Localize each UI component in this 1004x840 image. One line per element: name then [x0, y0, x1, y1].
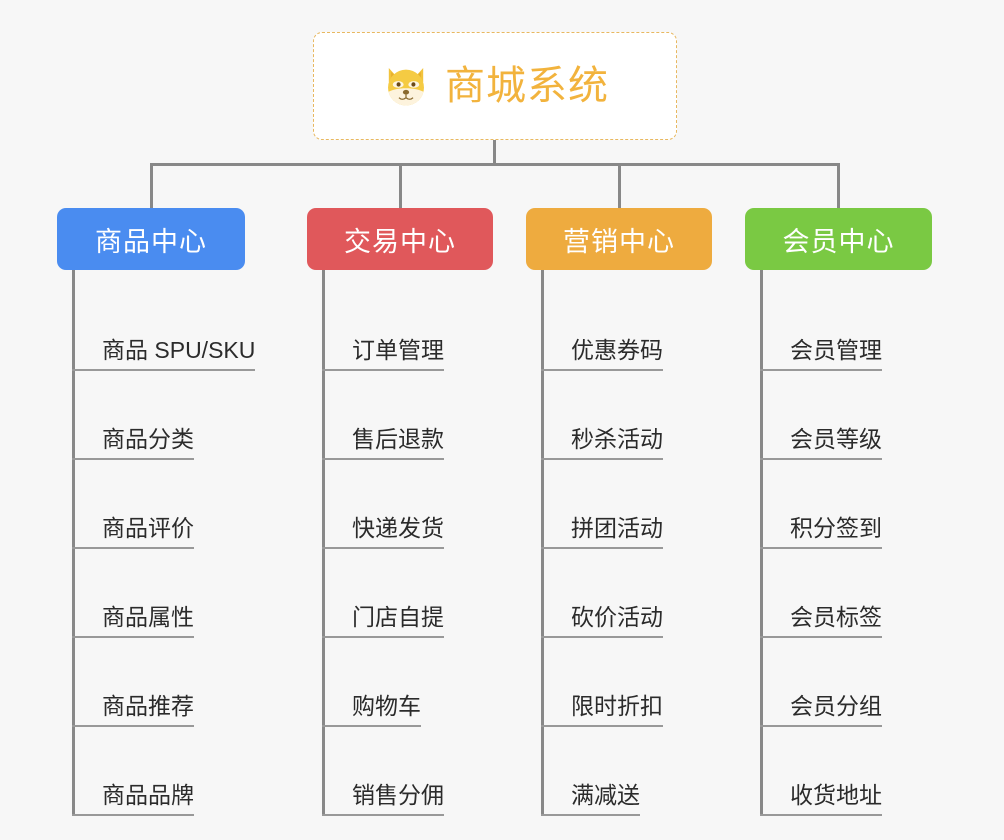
- shiba-dog-face-icon: [381, 61, 431, 111]
- connector-drop-1: [150, 163, 153, 209]
- leaf-label: 满减送: [541, 782, 640, 816]
- list-item[interactable]: 快递发货: [322, 460, 493, 549]
- leaf-label: 商品属性: [72, 604, 194, 638]
- list-item[interactable]: 商品属性: [72, 549, 245, 638]
- leaf-label: 砍价活动: [541, 604, 663, 638]
- branch-column-1: 商品中心 商品 SPU/SKU 商品分类 商品评价 商品属性 商品推荐 商品品牌: [57, 208, 256, 816]
- branch-header-3[interactable]: 营销中心: [526, 208, 712, 270]
- list-item[interactable]: 订单管理: [322, 282, 493, 371]
- list-item[interactable]: 售后退款: [322, 371, 493, 460]
- list-item[interactable]: 收货地址: [760, 727, 932, 816]
- list-item[interactable]: 购物车: [322, 638, 493, 727]
- list-item[interactable]: 门店自提: [322, 549, 493, 638]
- branch-header-1[interactable]: 商品中心: [57, 208, 245, 270]
- list-item[interactable]: 销售分佣: [322, 727, 493, 816]
- connector-drop-4: [837, 163, 840, 209]
- list-item[interactable]: 商品分类: [72, 371, 245, 460]
- connector-root-stem: [493, 140, 496, 166]
- leaf-label: 拼团活动: [541, 515, 663, 549]
- leaf-label: 商品 SPU/SKU: [72, 337, 256, 371]
- leaf-label: 快递发货: [322, 515, 444, 549]
- list-item[interactable]: 优惠券码: [541, 282, 712, 371]
- branch-body-4: 会员管理 会员等级 积分签到 会员标签 会员分组 收货地址: [745, 270, 932, 816]
- branch-spine-4: [760, 270, 763, 816]
- leaf-label: 销售分佣: [322, 782, 444, 816]
- list-item[interactable]: 会员等级: [760, 371, 932, 460]
- branch-header-2[interactable]: 交易中心: [307, 208, 493, 270]
- leaf-label: 积分签到: [760, 515, 882, 549]
- connector-drop-3: [618, 163, 621, 209]
- leaf-label: 限时折扣: [541, 693, 663, 727]
- leaf-label: 优惠券码: [541, 337, 663, 371]
- branch-column-2: 交易中心 订单管理 售后退款 快递发货 门店自提 购物车 销售分佣: [307, 208, 493, 816]
- list-item[interactable]: 积分签到: [760, 460, 932, 549]
- leaf-label: 会员管理: [760, 337, 882, 371]
- list-item[interactable]: 商品推荐: [72, 638, 245, 727]
- branch-spine-3: [541, 270, 544, 816]
- leaf-label: 商品推荐: [72, 693, 194, 727]
- leaf-label: 门店自提: [322, 604, 444, 638]
- list-item[interactable]: 会员管理: [760, 282, 932, 371]
- connector-bus: [150, 163, 840, 166]
- leaf-label: 订单管理: [322, 337, 444, 371]
- leaf-label: 商品分类: [72, 426, 194, 460]
- leaf-label: 购物车: [322, 693, 421, 727]
- branch-spine-1: [72, 270, 75, 816]
- root-node[interactable]: 商城系统: [313, 32, 677, 140]
- list-item[interactable]: 满减送: [541, 727, 712, 816]
- list-item[interactable]: 会员分组: [760, 638, 932, 727]
- root-title: 商城系统: [445, 64, 609, 108]
- leaf-label: 商品品牌: [72, 782, 194, 816]
- branch-body-3: 优惠券码 秒杀活动 拼团活动 砍价活动 限时折扣 满减送: [526, 270, 712, 816]
- connector-drop-2: [399, 163, 402, 209]
- leaf-label: 会员标签: [760, 604, 882, 638]
- list-item[interactable]: 限时折扣: [541, 638, 712, 727]
- leaf-label: 会员分组: [760, 693, 882, 727]
- leaf-label: 售后退款: [322, 426, 444, 460]
- branch-body-2: 订单管理 售后退款 快递发货 门店自提 购物车 销售分佣: [307, 270, 493, 816]
- list-item[interactable]: 秒杀活动: [541, 371, 712, 460]
- branch-column-3: 营销中心 优惠券码 秒杀活动 拼团活动 砍价活动 限时折扣 满减送: [526, 208, 712, 816]
- branch-header-4[interactable]: 会员中心: [745, 208, 932, 270]
- list-item[interactable]: 商品 SPU/SKU: [72, 282, 256, 371]
- list-item[interactable]: 商品品牌: [72, 727, 245, 816]
- leaf-label: 商品评价: [72, 515, 194, 549]
- list-item[interactable]: 拼团活动: [541, 460, 712, 549]
- branch-body-1: 商品 SPU/SKU 商品分类 商品评价 商品属性 商品推荐 商品品牌: [57, 270, 256, 816]
- leaf-label: 收货地址: [760, 782, 882, 816]
- branch-spine-2: [322, 270, 325, 816]
- branch-column-4: 会员中心 会员管理 会员等级 积分签到 会员标签 会员分组 收货地址: [745, 208, 932, 816]
- leaf-label: 秒杀活动: [541, 426, 663, 460]
- leaf-label: 会员等级: [760, 426, 882, 460]
- list-item[interactable]: 会员标签: [760, 549, 932, 638]
- list-item[interactable]: 砍价活动: [541, 549, 712, 638]
- list-item[interactable]: 商品评价: [72, 460, 245, 549]
